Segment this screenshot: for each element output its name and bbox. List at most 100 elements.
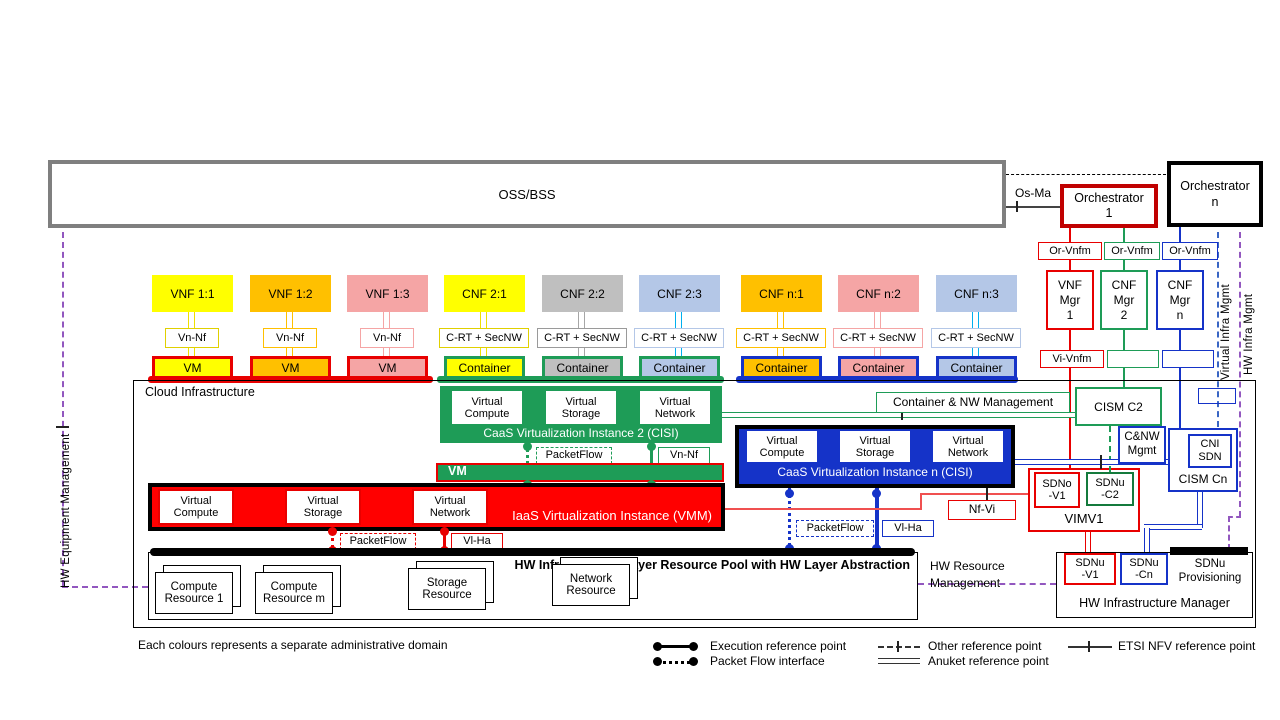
compute-resource-m-box: Compute Resource m xyxy=(255,572,333,614)
vmm-virtual-storage: Virtual Storage xyxy=(285,489,361,525)
vmm-virtual-network: Virtual Network xyxy=(412,489,488,525)
sdnucn-down-line xyxy=(1144,528,1150,553)
legend-etsi-line xyxy=(1068,646,1112,648)
cnf-mgr-n-box: CNF Mgr n xyxy=(1156,270,1204,330)
legend-anuket-line xyxy=(878,658,920,664)
cismc2-sdnuc2-dashed-line xyxy=(1109,426,1111,472)
iaas-domain-bar xyxy=(148,376,433,383)
hw-resource-mgmt-line xyxy=(918,583,1056,585)
hw-infra-mgmt-elbow-h xyxy=(1228,516,1241,518)
legend-packetflow-label: Packet Flow interface xyxy=(710,654,825,668)
cnf-mgr-2-box: CNF Mgr 2 xyxy=(1100,270,1148,330)
legend-execution-dot-right xyxy=(689,642,698,651)
nf-box-cnf-2-3: CNF 2:3 xyxy=(639,275,720,312)
cloud-infrastructure-label: Cloud Infrastructure xyxy=(142,385,258,399)
os-ma-tick xyxy=(1016,201,1018,212)
cisin-virtual-storage: Virtual Storage xyxy=(840,431,910,462)
interface-label-8: C-RT + SecNW xyxy=(833,328,923,348)
cisi2-virtual-compute: Virtual Compute xyxy=(452,391,522,424)
cismcn-left-line xyxy=(1144,524,1202,530)
sdnu-provisioning-bar xyxy=(1170,547,1248,555)
hw-equipment-mgmt-label: HW Equipment Management xyxy=(60,433,72,588)
legend-other-tick xyxy=(897,641,899,652)
cnw-mgmt-tick xyxy=(1100,455,1102,469)
cnfmgr2-line xyxy=(1123,330,1125,350)
orvnfm2-line2 xyxy=(1123,260,1125,270)
cisi2-packetflow-dot-top xyxy=(523,442,532,451)
container-nw-mgmt-tick xyxy=(901,406,903,420)
cismcn-line xyxy=(1179,368,1181,428)
orvnfm1-line2 xyxy=(1069,260,1071,270)
cismcn-down-line xyxy=(1197,492,1203,528)
vmm-packetflow-connector xyxy=(331,531,334,549)
interface-label-2: Vn-Nf xyxy=(263,328,317,348)
oss-orchestrator-n-dashed-line xyxy=(1006,174,1166,175)
cisi2-title: CaaS Virtualization Instance 2 (CISI) xyxy=(483,426,679,440)
cisi2-virtual-storage: Virtual Storage xyxy=(546,391,616,424)
legend-packetflow-dot-left xyxy=(653,657,662,666)
cni-sdn-box: CNI SDN xyxy=(1188,434,1232,468)
nf-box-cnf-n-3: CNF n:3 xyxy=(936,275,1017,312)
vm-bar-label: VM xyxy=(448,464,467,478)
hw-pool-title: HW Infrastructure Layer Resource Pool wi… xyxy=(514,558,910,572)
cisin-packetflow-connector xyxy=(788,488,791,546)
interface-label-5: C-RT + SecNW xyxy=(537,328,627,348)
cisi2-packetflow-label: PacketFlow xyxy=(536,447,612,464)
vivnfm1-line xyxy=(1069,330,1071,350)
hw-infra-mgmt-elbow-v xyxy=(1228,516,1230,550)
legend-etsi-label: ETSI NFV reference point xyxy=(1118,639,1256,653)
storage-resource-box: Storage Resource xyxy=(408,568,486,610)
cismc2-line xyxy=(1123,368,1125,387)
vmm-title: IaaS Virtualization Instance (VMM) xyxy=(512,508,712,523)
nf-box-vnf-1-1: VNF 1:1 xyxy=(152,275,233,312)
cnw-mgmt-line xyxy=(1015,459,1168,465)
vi-vnfm-blue-box xyxy=(1162,350,1214,368)
cisin-title: CaaS Virtualization Instance n (CISI) xyxy=(777,465,973,479)
orvnfmn-line xyxy=(1179,227,1181,242)
virtual-infra-mgmt-label: Virtual Infra Mgmt xyxy=(1220,284,1232,380)
network-resource-box: Network Resource xyxy=(552,564,630,606)
cisin-virtual-compute: Virtual Compute xyxy=(747,431,817,462)
container-nw-mgmt-label: Container & NW Management xyxy=(876,392,1070,413)
vnf-mgr-1-box: VNF Mgr 1 xyxy=(1046,270,1094,330)
cisi2-vnnf-connector xyxy=(650,443,653,464)
hw-infra-mgmt-label: HW Infra Mgmt xyxy=(1243,293,1255,375)
cnw-mgmt-box: C&NW Mgmt xyxy=(1118,426,1166,464)
nf-box-cnf-2-2: CNF 2:2 xyxy=(542,275,623,312)
sdnu-v1-box: SDNu -V1 xyxy=(1064,553,1116,585)
vim-sdnuv1-line xyxy=(1085,532,1091,553)
vmm-vlha-connector xyxy=(443,531,446,549)
hw-infra-mgmt-line xyxy=(1239,232,1241,517)
hw-equipment-mgmt-tick xyxy=(56,426,69,428)
unit-box-container-1: Container xyxy=(444,356,525,379)
nf-box-vnf-1-2: VNF 1:2 xyxy=(250,275,331,312)
legend-packetflow-line xyxy=(656,661,696,664)
cloud-infrastructure-box xyxy=(133,380,1256,628)
or-vnfm-n-label: Or-Vnfm xyxy=(1162,242,1218,260)
legend-etsi-tick xyxy=(1088,641,1090,652)
footnote: Each colours represents a separate admin… xyxy=(138,638,448,652)
interface-label-3: Vn-Nf xyxy=(360,328,414,348)
interface-label-7: C-RT + SecNW xyxy=(736,328,826,348)
hw-equipment-mgmt-line xyxy=(62,232,64,586)
orvnfm2-line xyxy=(1123,228,1125,242)
or-vnfm-1-label: Or-Vnfm xyxy=(1038,242,1102,260)
virtual-infra-mgmt-empty-box xyxy=(1198,388,1236,404)
os-ma-line xyxy=(1006,206,1060,208)
nfvi-line-v xyxy=(920,494,922,510)
cisi2-packetflow-connector xyxy=(526,443,529,464)
nfvi-line-h2 xyxy=(920,493,1030,495)
cisin-packetflow-dot-top xyxy=(785,489,794,498)
cisin-packetflow-label: PacketFlow xyxy=(796,520,874,537)
nf-box-cnf-n-2: CNF n:2 xyxy=(838,275,919,312)
vim-title: VIMV1 xyxy=(1064,510,1104,526)
cisin-vlha-connector xyxy=(875,488,879,546)
nf-box-vnf-1-3: VNF 1:3 xyxy=(347,275,428,312)
oss-bss-box: OSS/BSS xyxy=(48,160,1006,228)
vmm-virtual-compute: Virtual Compute xyxy=(158,489,234,525)
cnfmgrn-line xyxy=(1179,330,1181,350)
legend-execution-dot-left xyxy=(653,642,662,651)
interface-label-6: C-RT + SecNW xyxy=(634,328,724,348)
sdno-v1-box: SDNo -V1 xyxy=(1034,472,1080,508)
